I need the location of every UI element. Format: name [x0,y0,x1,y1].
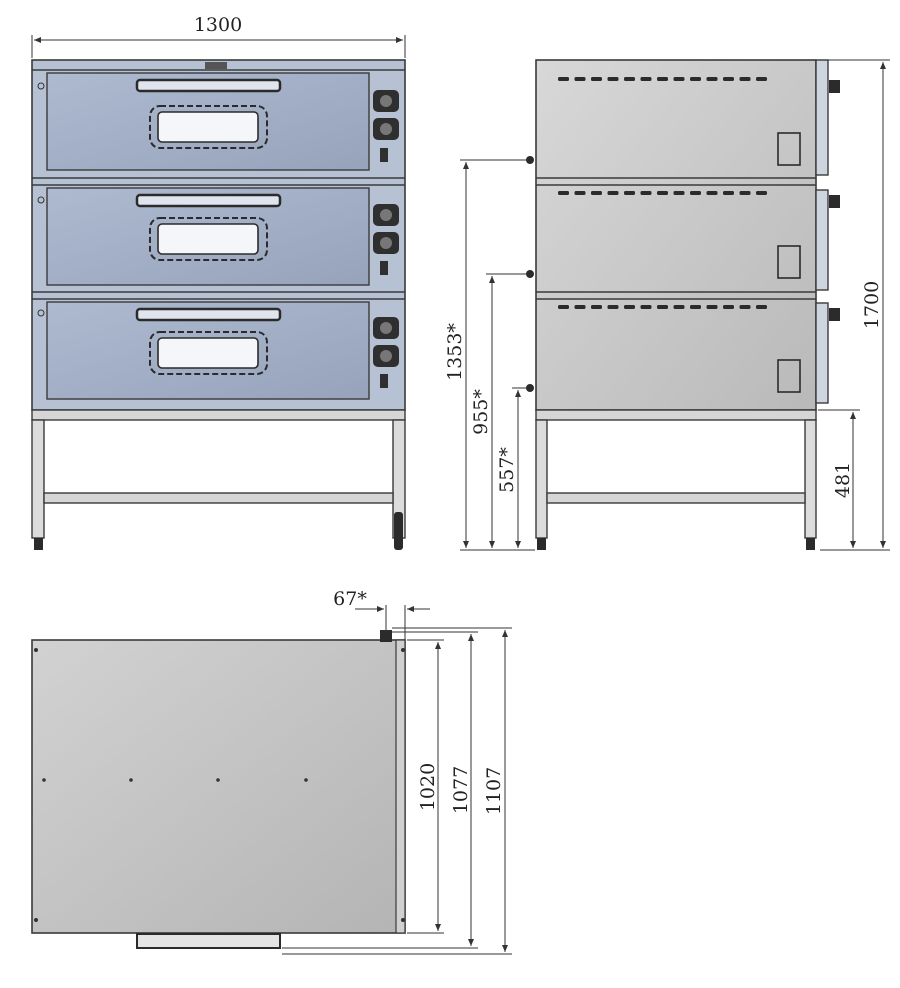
vent-slot [640,77,652,81]
fastener-dots [42,778,308,782]
control-knobs [373,90,399,162]
vent-slot [756,191,767,195]
deck-height-label-2: 955* [470,389,492,435]
depth-label-3: 1107 [483,767,505,815]
deck-height-dimension-3: 557* [496,387,526,548]
vent-slot [607,305,619,309]
window-glass [157,337,259,369]
vent-slot [558,305,569,309]
vent-slot [706,191,718,195]
window-frame [149,105,268,149]
deck-door-3 [32,298,405,400]
vent-slot [640,305,652,309]
deck-height-dimension-2: 955* [470,273,526,548]
oven-side-body [535,59,817,411]
side-view: 1700 481 1353* 955* 557* [444,59,890,551]
vent-slot [624,305,635,309]
vent-slot [657,77,668,81]
offset-label: 67* [333,588,367,610]
door-handle [135,307,282,322]
vent-slot [756,77,767,81]
vent-slot [723,191,734,195]
depth-label-2: 1077 [450,766,472,814]
door-profile [815,59,840,404]
logo-plate [205,62,227,69]
control-knobs [373,317,399,388]
front-view: 1300 [31,14,406,550]
vent-slot [607,191,619,195]
window-glass [157,223,259,255]
stand-height-dimension: 481 [818,409,860,548]
vent-slot [657,191,668,195]
door-handle [135,78,282,93]
access-panel [777,245,801,279]
vent-slot [574,191,586,195]
access-panel [777,359,801,393]
vent-slot [640,191,652,195]
depth-dimension-3: 1107 [282,627,512,955]
offset-dimension: 67* [333,588,430,640]
stand-height-label: 481 [832,462,854,498]
height-dimension: 1700 [820,59,890,551]
vent-slot [591,77,602,81]
vent-slot [558,191,569,195]
vent-slots [558,77,767,309]
width-label: 1300 [194,14,242,36]
depth-label-1: 1020 [417,763,439,811]
vent-slot [739,305,751,309]
deck-door-2 [32,184,405,293]
vent-slot [574,77,586,81]
oven-top-panel [31,639,406,934]
access-panel [777,132,801,166]
vent-slot [690,191,701,195]
vent-slot [723,77,734,81]
deck-height-dimension-1: 1353* [444,159,535,551]
window-frame [149,217,268,261]
deck-height-label-3: 557* [496,447,518,493]
front-stand [31,409,406,550]
vent-slot [756,305,767,309]
side-stand [535,409,817,550]
width-dimension: 1300 [31,14,406,58]
handle-top [136,933,281,949]
vent-slot [706,305,718,309]
vent-slot [673,305,685,309]
vent-slot [673,191,685,195]
depth-dimension-2: 1077 [282,631,478,949]
vent-slot [690,77,701,81]
top-view: 67* 1020 1077 1107 [31,588,512,955]
deck-height-label-1: 1353* [444,323,466,381]
door-handle [135,193,282,208]
vent-slot [624,77,635,81]
vent-slot [706,77,718,81]
deck-door-1 [32,69,405,179]
vent-slot [574,305,586,309]
vent-slot [739,77,751,81]
vent-slot [723,305,734,309]
window-frame [149,331,268,375]
vent-slot [673,77,685,81]
vent-slot [690,305,701,309]
vent-slot [591,305,602,309]
control-knobs [373,204,399,275]
height-label: 1700 [861,281,883,329]
vent-slot [739,191,751,195]
vent-slot [624,191,635,195]
vent-slot [591,191,602,195]
vent-slot [657,305,668,309]
vent-slot [607,77,619,81]
depth-dimension-1: 1020 [407,639,444,934]
window-glass [157,111,259,143]
vent-slot [558,77,569,81]
